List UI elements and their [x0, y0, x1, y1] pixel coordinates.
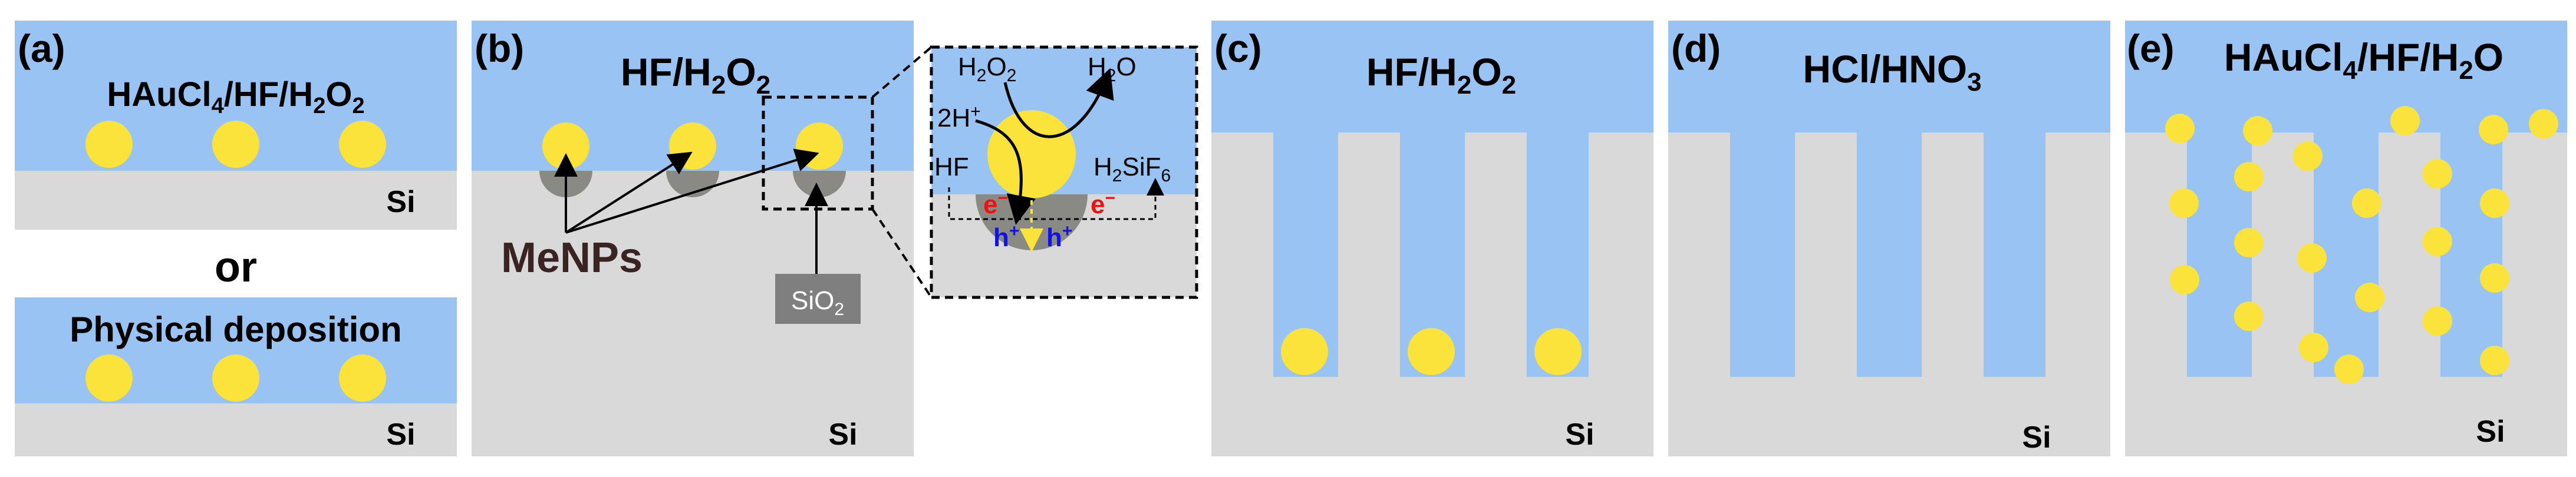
panel-d-silicon-substrate	[1668, 377, 2110, 456]
panel-d: (d) HCl/HNO3 Si	[1668, 21, 2110, 456]
silicon-nanowire	[1668, 132, 1730, 377]
panel-c-tag: (c)	[1214, 26, 1262, 70]
panel-a2-substrate-label: Si	[386, 418, 415, 452]
panel-e: (e) HAuCl4/HF/H2O Si	[2125, 21, 2567, 456]
particle	[85, 121, 133, 168]
panel-e-substrate-label: Si	[2476, 415, 2505, 449]
hole-label: h+	[993, 221, 1019, 252]
particle	[339, 355, 386, 402]
particle	[2165, 114, 2195, 143]
inset-h2o2-label: H2O2	[958, 52, 1016, 85]
panel-b-substrate-label: Si	[828, 418, 857, 452]
silicon-nanowire	[1465, 132, 1527, 377]
particle	[2243, 116, 2272, 145]
particle	[2355, 283, 2384, 312]
panel-a-physical: Physical deposition Si	[15, 297, 457, 456]
silicon-nanowire	[2045, 132, 2110, 377]
particle	[212, 121, 259, 168]
mechanism-inset: H2O2 H2O 2H+ HF H2SiF6 e− e− h+ h+	[930, 45, 1198, 299]
zoom-box	[762, 95, 874, 211]
particle	[2234, 162, 2264, 191]
menps-label: MeNPs	[501, 234, 643, 281]
particle	[2480, 346, 2509, 375]
proton-arrow	[975, 119, 1036, 225]
hole-label: h+	[1046, 221, 1072, 252]
physical-deposition-label: Physical deposition	[70, 310, 401, 349]
particle	[2352, 188, 2381, 218]
particle	[2479, 115, 2508, 144]
silicon-nanowire	[1211, 132, 1273, 377]
particle	[2170, 265, 2199, 294]
particle	[2234, 228, 2264, 257]
particle	[2529, 109, 2558, 138]
particle	[2234, 302, 2264, 331]
particle	[212, 355, 259, 402]
sio2-label: SiO2	[791, 286, 844, 319]
pointer-arrow	[565, 151, 693, 234]
sio2-label-box	[775, 274, 861, 324]
inset-h2o-label: H2O	[1088, 52, 1137, 85]
panel-d-solution-label: HCl/HNO3	[1803, 47, 1981, 97]
silicon-nanowire	[2502, 132, 2567, 377]
panel-b: SiO2 MeNPs (b) HF/H2O2 Si	[472, 21, 914, 456]
silicon-nanowire	[1338, 132, 1400, 377]
particle	[2480, 263, 2509, 293]
panel-b-solution-label: HF/H2O2	[621, 50, 770, 100]
particle	[2423, 159, 2452, 188]
particle	[2390, 106, 2420, 135]
panel-e-solution-label: HAuCl4/HF/H2O	[2224, 35, 2503, 85]
panel-a-solution-label: HAuCl4/HF/H2O2	[107, 75, 364, 118]
pointer-arrow	[565, 148, 819, 234]
panel-d-substrate-label: Si	[2022, 420, 2051, 455]
zoom-connector	[871, 208, 933, 299]
oxide-cap	[666, 171, 719, 197]
particle	[2297, 243, 2327, 273]
particle	[2293, 141, 2323, 171]
panel-e-tag: (e)	[2127, 26, 2175, 70]
panel-a-substrate-label: Si	[386, 185, 415, 219]
silicon-nanowire	[1589, 132, 1653, 377]
silicon-nanowire	[1795, 132, 1857, 377]
panel-c-solution-label: HF/H2O2	[1366, 50, 1516, 100]
panel-e-silicon-substrate	[2125, 377, 2567, 456]
particle	[1534, 328, 1582, 375]
particle	[2334, 355, 2364, 384]
silicon-nanowire	[1922, 132, 1984, 377]
particle	[85, 355, 133, 402]
particle	[2299, 333, 2328, 362]
panel-c-silicon-substrate	[1211, 377, 1653, 456]
inset-2h-label: 2H+	[937, 102, 981, 132]
inset-hf-label: HF	[934, 153, 969, 181]
electron-label: e−	[1091, 188, 1115, 219]
or-connector: or	[215, 244, 257, 291]
panel-a-tag: (a)	[18, 26, 65, 70]
h2o2-to-h2o-arrow	[1003, 68, 1114, 138]
inset-particle	[987, 110, 1076, 198]
particle	[2480, 188, 2509, 218]
inset-h2sif6-label: H2SiF6	[1093, 153, 1171, 186]
panel-c-substrate-label: Si	[1565, 418, 1594, 452]
particle	[1408, 328, 1455, 375]
panel-a: (a) HAuCl4/HF/H2O2 Si	[15, 21, 457, 230]
silicon-nanowire	[2125, 132, 2187, 377]
panel-d-tag: (d)	[1671, 26, 1721, 70]
panel-c: (c) HF/H2O2 Si	[1211, 21, 1653, 456]
panel-b-tag: (b)	[475, 26, 524, 70]
particle	[1281, 328, 1328, 375]
particle	[2169, 188, 2199, 218]
panel-a2-silicon-substrate	[15, 403, 457, 456]
decorated-particles	[2165, 106, 2558, 384]
particle	[339, 121, 386, 168]
panel-a-silicon-substrate	[15, 171, 457, 230]
particle	[2423, 306, 2452, 336]
electron-label: e−	[983, 188, 1008, 219]
hf-dissolution-path	[948, 178, 1164, 220]
particle	[796, 122, 843, 170]
particle	[2423, 227, 2452, 256]
